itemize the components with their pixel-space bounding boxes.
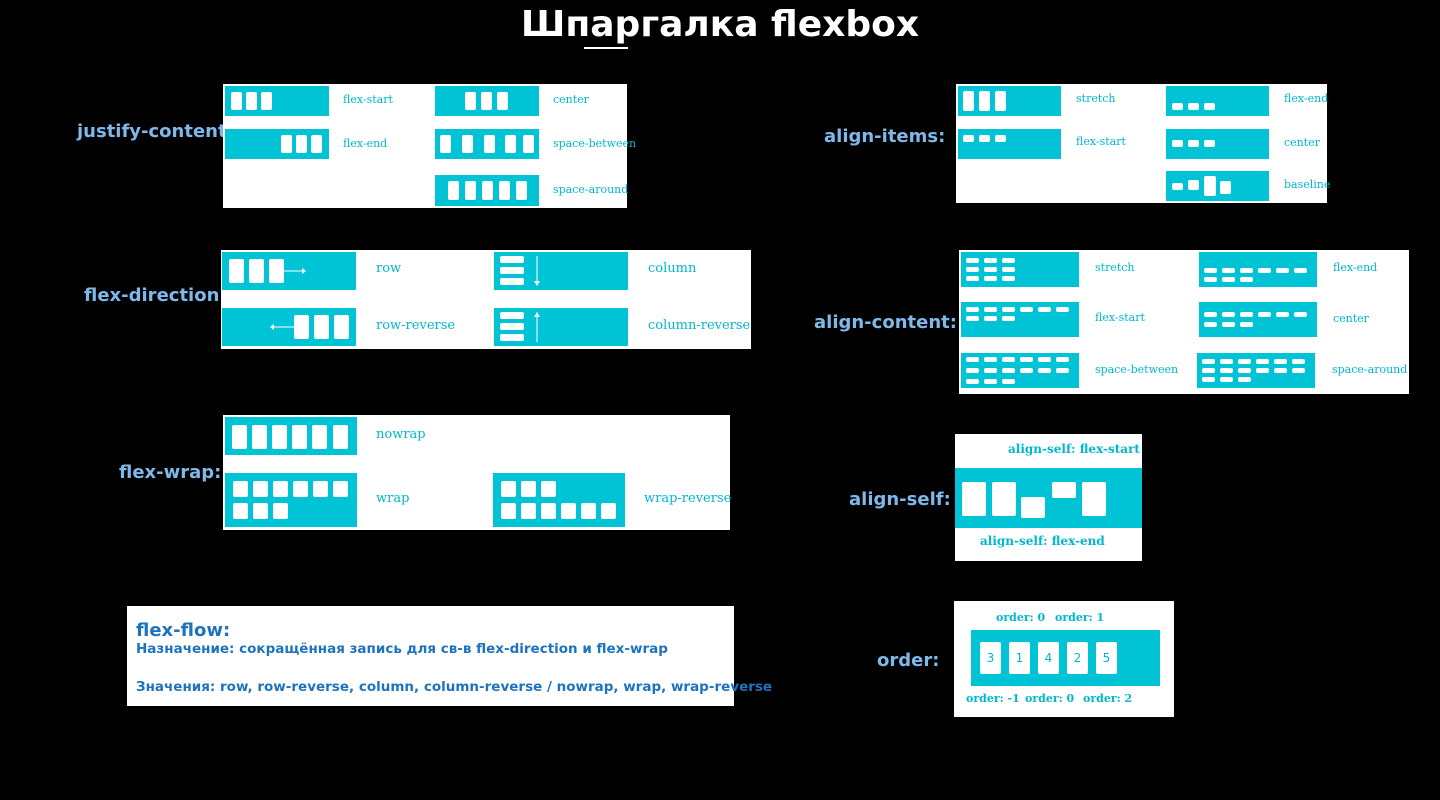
ai-baseline-caption: baseline	[1284, 178, 1331, 191]
fw-wrap-reverse-caption: wrap-reverse	[644, 491, 732, 506]
ac-stretch-caption: stretch	[1095, 261, 1135, 274]
fw-wrap-demo	[225, 473, 357, 527]
fd-column-caption: column	[648, 261, 697, 276]
fw-wrap-caption: wrap	[376, 491, 410, 506]
ac-flex-end-caption: flex-end	[1333, 261, 1378, 274]
title-underline	[584, 47, 628, 49]
order-top-label-1: order: 1	[1055, 611, 1105, 624]
order-demo: 3 1 4 2 5	[971, 630, 1160, 686]
arrow-left-icon	[270, 324, 294, 330]
ai-flex-start-demo	[958, 129, 1061, 159]
jc-flex-start-demo	[225, 86, 329, 116]
ai-center-demo	[1166, 129, 1269, 159]
jc-space-around-demo	[435, 175, 539, 206]
flex-flow-title: flex-flow:	[136, 620, 231, 641]
ac-flex-end-demo	[1199, 252, 1317, 287]
flex-flow-purpose: Назначение: сокращённая запись для св-в …	[136, 641, 668, 657]
as-flex-end-caption: align-self: flex-end	[980, 534, 1105, 548]
fw-wrap-reverse-demo	[493, 473, 625, 527]
flex-wrap-label: flex-wrap:	[119, 462, 222, 483]
ac-space-between-caption: space-between	[1095, 363, 1179, 376]
order-item: 1	[1009, 642, 1030, 674]
fw-nowrap-caption: nowrap	[376, 427, 426, 442]
align-self-label: align-self:	[849, 489, 951, 510]
fd-row-reverse-demo	[222, 308, 356, 346]
ac-stretch-demo	[961, 252, 1079, 287]
fd-row-demo	[222, 252, 356, 290]
order-bottom-label-2: order: 2	[1083, 692, 1133, 705]
fd-column-reverse-caption: column-reverse	[648, 318, 751, 333]
page-title: Шпаргалка flexbox	[520, 4, 920, 45]
align-content-label: align-content:	[814, 312, 957, 333]
ai-center-caption: center	[1284, 136, 1320, 149]
align-self-demo	[955, 468, 1142, 528]
align-content-panel: stretch flex-start space-between	[959, 250, 1409, 394]
ai-stretch-demo	[958, 86, 1061, 116]
ac-flex-start-demo	[961, 302, 1079, 337]
arrow-up-icon	[534, 312, 540, 342]
flex-flow-values: Значения: row, row-reverse, column, colu…	[136, 679, 773, 695]
jc-space-around-caption: space-around	[553, 183, 629, 196]
flex-direction-label: flex-direction:	[84, 285, 227, 306]
arrow-right-icon	[284, 268, 306, 274]
arrow-down-icon	[534, 256, 540, 286]
flex-direction-panel: row row-reverse column column-reverse	[221, 250, 751, 349]
order-panel: order: 0 order: 1 3 1 4 2 5 order: -1 or…	[954, 601, 1174, 717]
fd-row-reverse-caption: row-reverse	[376, 318, 456, 333]
align-items-panel: stretch flex-start flex-end center basel…	[956, 84, 1331, 203]
jc-flex-end-caption: flex-end	[343, 137, 388, 150]
align-self-panel: align-self: flex-start align-self: flex-…	[955, 434, 1142, 561]
justify-content-label: justify-content	[77, 121, 227, 142]
ai-stretch-caption: stretch	[1076, 92, 1116, 105]
as-flex-start-caption: align-self: flex-start	[1008, 442, 1140, 456]
ac-space-around-demo	[1197, 353, 1315, 388]
order-label: order:	[877, 650, 940, 671]
order-top-label-0: order: 0	[996, 611, 1046, 624]
ac-flex-start-caption: flex-start	[1095, 311, 1145, 324]
jc-space-between-demo	[435, 129, 539, 159]
fd-column-reverse-demo	[494, 308, 628, 346]
ac-center-demo	[1199, 302, 1317, 337]
align-items-label: align-items:	[824, 126, 946, 147]
ai-flex-end-caption: flex-end	[1284, 92, 1329, 105]
ai-flex-start-caption: flex-start	[1076, 135, 1126, 148]
order-bottom-label-1: order: 0	[1025, 692, 1075, 705]
justify-content-panel: flex-start flex-end center space-between…	[223, 84, 636, 208]
ac-center-caption: center	[1333, 312, 1369, 325]
order-item: 4	[1038, 642, 1059, 674]
order-item: 5	[1096, 642, 1117, 674]
jc-flex-start-caption: flex-start	[343, 93, 393, 106]
order-item: 2	[1067, 642, 1088, 674]
ac-space-around-caption: space-around	[1332, 363, 1408, 376]
ac-space-between-demo	[961, 353, 1079, 388]
order-item: 3	[980, 642, 1001, 674]
order-bottom-label-0: order: -1	[966, 692, 1020, 705]
fd-column-demo	[494, 252, 628, 290]
flex-wrap-panel: nowrap wrap wrap-reverse	[223, 415, 732, 530]
jc-flex-end-demo	[225, 129, 329, 159]
jc-center-caption: center	[553, 93, 589, 106]
fd-row-caption: row	[376, 261, 402, 276]
jc-space-between-caption: space-between	[553, 137, 637, 150]
ai-flex-end-demo	[1166, 86, 1269, 116]
flex-flow-box: flex-flow: Назначение: сокращённая запис…	[127, 606, 772, 706]
fw-nowrap-demo	[225, 417, 357, 455]
ai-baseline-demo	[1166, 171, 1269, 201]
jc-center-demo	[435, 86, 539, 116]
